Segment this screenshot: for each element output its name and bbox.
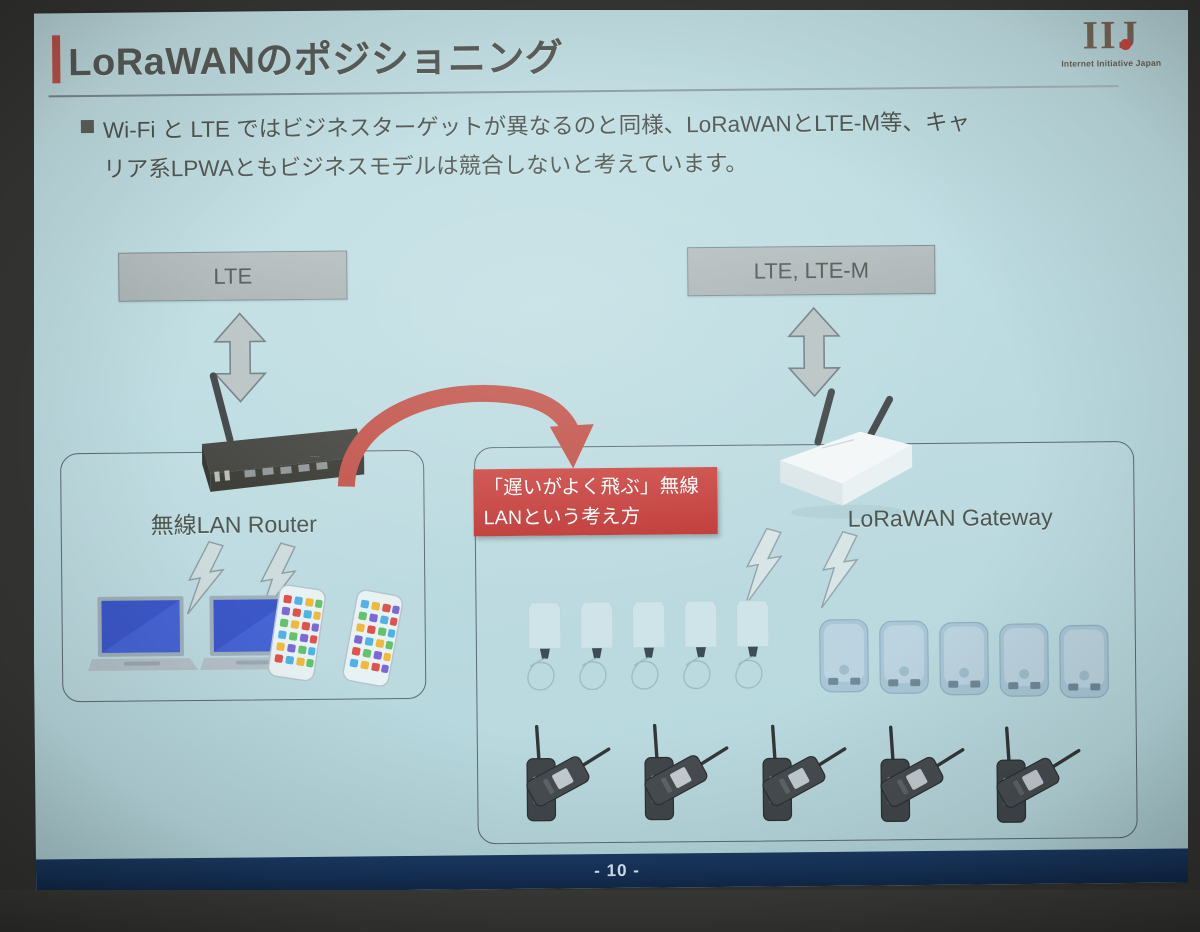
lorawan-gateway-illustration	[780, 388, 913, 519]
double-arrow-left	[213, 312, 268, 403]
callout-box: 「遅いがよく飛ぶ」無線 LANという考え方	[473, 467, 718, 537]
title-divider	[48, 85, 1119, 98]
page-number: - 10 -	[594, 860, 640, 881]
signal-bolt-left-1	[186, 541, 225, 615]
sensor-tag	[736, 600, 770, 648]
tracker-puck	[1059, 624, 1109, 699]
tracker-puck	[939, 621, 989, 696]
presentation-slide: LoRaWANのポジショニング IIJ Internet Initiative …	[27, 2, 1199, 894]
bullet-line-1: Wi-Fi と LTE ではビジネスターゲットが異なるのと同様、LoRaWANと…	[102, 109, 971, 143]
sensor-tag	[684, 600, 718, 648]
sensor-tag-group	[527, 600, 770, 691]
client-smartphones	[267, 584, 404, 687]
network-label-lte-m-text: LTE, LTE-M	[753, 257, 870, 284]
svg-text:.....: .....	[310, 452, 320, 459]
sensor-tag	[632, 601, 666, 649]
bullet-block: Wi-Fi と LTE ではビジネスターゲットが異なるのと同様、LoRaWANと…	[80, 101, 1142, 189]
handheld-radio-group	[522, 723, 1090, 825]
logo-dot-icon	[1119, 39, 1131, 51]
bullet-text: Wi-Fi と LTE ではビジネスターゲットが異なるのと同様、LoRaWANと…	[103, 103, 971, 189]
screen-edge-left	[0, 0, 34, 932]
caption-lorawan-gateway: LoRaWAN Gateway	[847, 503, 1053, 532]
sensor-tag	[528, 602, 562, 650]
tracker-puck	[879, 620, 929, 694]
tracker-puck	[819, 619, 869, 693]
laptop-1	[88, 596, 199, 672]
network-label-lte-m: LTE, LTE-M	[687, 244, 936, 297]
screen-edge-right	[1188, 0, 1200, 932]
title-accent-bar	[52, 35, 61, 84]
bullet-square-icon	[80, 119, 94, 134]
signal-bolt-right-2	[820, 530, 859, 609]
sensor-tag	[580, 601, 614, 649]
network-label-lte: LTE	[118, 250, 348, 302]
signal-bolt-right-1	[744, 527, 783, 606]
logo-mark: IIJ	[1082, 11, 1140, 58]
transition-arrow	[337, 384, 594, 488]
double-arrow-right	[787, 306, 842, 398]
screen-edge-top	[0, 0, 1200, 10]
tracker-puck	[999, 623, 1049, 697]
slide-footer: - 10 -	[35, 848, 1199, 894]
wireless-lan-router-illustration: .....	[201, 372, 365, 492]
logo-mark-text: IIJ	[1082, 11, 1140, 58]
callout-line-2: LANという考え方	[483, 505, 641, 530]
screen-edge-bottom	[0, 890, 1200, 932]
callout-text: 「遅いがよく飛ぶ」無線 LANという考え方	[473, 467, 718, 533]
caption-wireless-lan-router: 無線LAN Router	[150, 510, 318, 539]
network-label-lte-text: LTE	[213, 262, 253, 289]
smartphone-2	[342, 589, 404, 687]
tracker-puck-group	[819, 619, 1109, 699]
logo-subtitle: Internet Initiative Japan	[1061, 57, 1162, 69]
callout-line-1: 「遅いがよく飛ぶ」無線	[483, 475, 700, 500]
bullet-line-2: リア系LPWAともビジネスモデルは競合しないと考えています。	[103, 150, 748, 182]
page-title: LoRaWANのポジショニング	[68, 37, 564, 85]
smartphone-1	[267, 584, 326, 682]
iij-logo: IIJ Internet Initiative Japan	[1050, 11, 1173, 69]
